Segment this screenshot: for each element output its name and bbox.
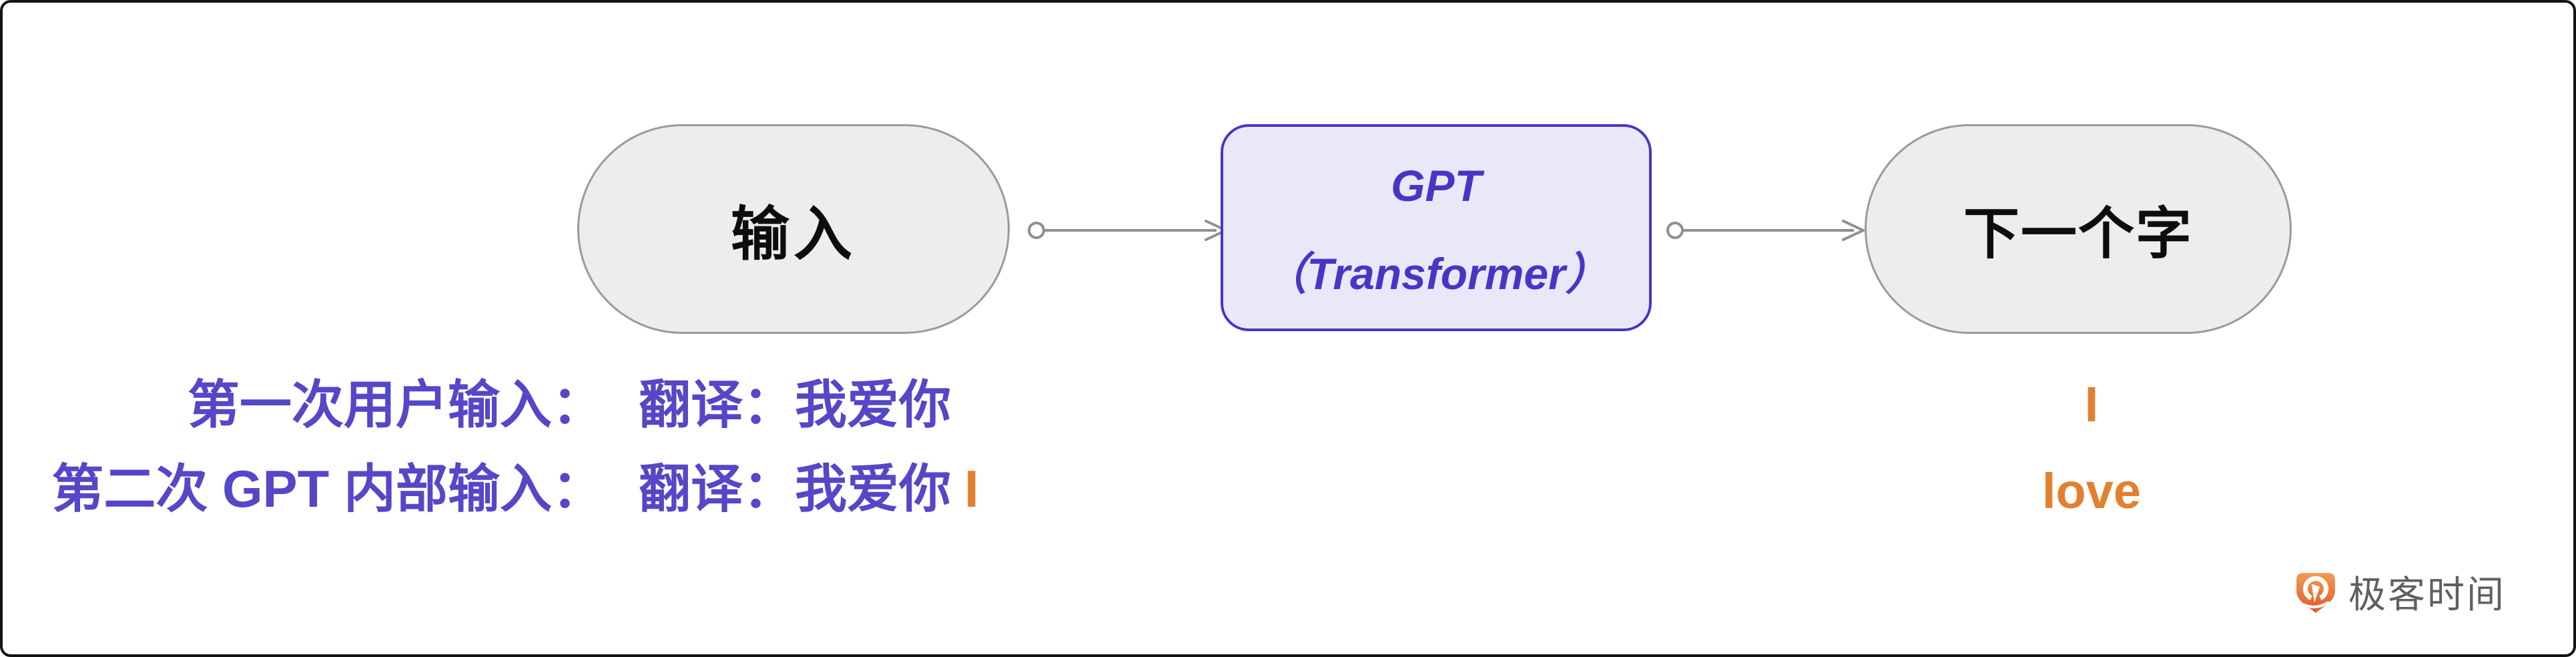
gpt-label-line2: （Transformer） xyxy=(1263,249,1610,298)
arrow-connector-input-to-gpt xyxy=(1028,220,1227,241)
connector-tail-circle xyxy=(1028,222,1045,239)
output-first-pass: I xyxy=(2084,377,2099,432)
node-input: 输入 xyxy=(577,124,1010,334)
arrowhead-icon xyxy=(1842,220,1865,241)
geektime-logo: 极客时间 xyxy=(2294,565,2506,619)
annotation-value: 翻译：我爱你 xyxy=(639,374,964,435)
logo-smile-curve xyxy=(2302,600,2330,608)
logo-ring xyxy=(2302,576,2329,602)
annotation-value-suffix: I xyxy=(964,459,979,518)
gpt-label-line1: GPT xyxy=(1391,161,1482,210)
annotation-row-first-pass: 第一次用户输入： 翻译：我爱你 xyxy=(0,374,1068,435)
node-next-word-label: 下一个字 xyxy=(1963,202,2193,265)
annotation-label: 第一次用户输入： xyxy=(187,375,604,434)
geektime-logo-text: 极客时间 xyxy=(2348,574,2506,616)
annotation-label: 第二次 GPT 内部输入： xyxy=(51,459,604,518)
node-gpt: GPT （Transformer） xyxy=(1221,124,1652,331)
annotation-value-text: 翻译：我爱你 xyxy=(639,459,952,518)
arrow-connector-gpt-to-next xyxy=(1666,220,1865,241)
annotation-value-text: 翻译：我爱你 xyxy=(639,375,952,434)
geektime-logo-icon xyxy=(2296,572,2335,613)
node-input-label: 输入 xyxy=(730,200,856,267)
connector-tail-circle xyxy=(1666,222,1684,239)
node-next-word: 下一个字 xyxy=(1865,124,2292,334)
logo-needle xyxy=(2311,584,2320,602)
output-second-pass: love xyxy=(2041,463,2142,519)
